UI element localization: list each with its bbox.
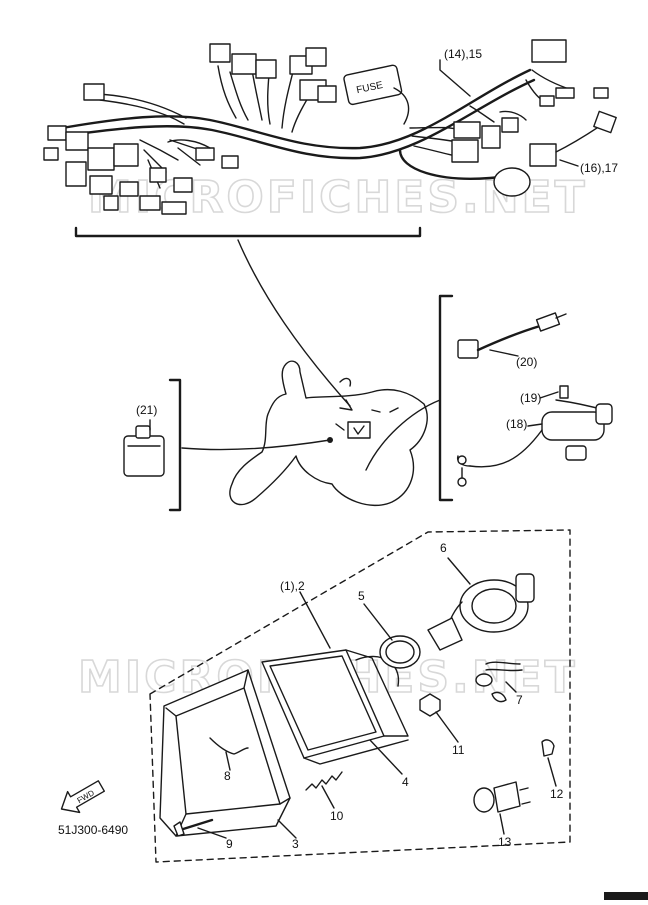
callout-20: (20) <box>516 355 537 369</box>
bracket-right <box>438 294 454 502</box>
connector-cluster-left <box>43 125 239 215</box>
assembly-boundary <box>149 529 571 863</box>
callout-16-17: (16),17 <box>580 161 618 175</box>
callout-11: 11 <box>452 743 465 757</box>
callout-12: 12 <box>550 787 564 801</box>
connector-upper-left <box>83 83 105 101</box>
callout-18: (18) <box>506 417 527 431</box>
screw-part-9 <box>173 818 214 837</box>
socket-part-6 <box>427 573 535 651</box>
callout-10: 10 <box>330 809 344 823</box>
callout-13: 13 <box>498 835 512 849</box>
connector-cluster-right <box>409 39 617 167</box>
callout-21: (21) <box>136 403 157 417</box>
leader-lines <box>149 59 579 839</box>
fuse-holder: FUSE <box>343 64 403 106</box>
connector-cluster-top <box>209 43 337 133</box>
wire-harness: FUSE <box>43 39 617 411</box>
harness-bracket <box>74 226 422 238</box>
callout-8: 8 <box>224 769 231 783</box>
bulb-socket-part-7 <box>475 661 523 703</box>
callout-7: 7 <box>516 693 523 707</box>
rim-part-3 <box>159 669 291 837</box>
callout-5: 5 <box>358 589 365 603</box>
forward-arrow-icon: FWD <box>60 780 106 814</box>
bulb-part-13 <box>473 781 531 813</box>
relay-part-21 <box>123 425 165 477</box>
bulb-part-12 <box>541 739 555 757</box>
connector-round <box>493 167 531 197</box>
reflector-part-8 <box>209 737 249 755</box>
nut-part-11 <box>419 693 441 717</box>
ring-part-5 <box>379 635 421 669</box>
corner-mark <box>604 892 648 900</box>
callout-19: (19) <box>520 391 541 405</box>
callout-9: 9 <box>226 837 233 851</box>
motorcycle-silhouette <box>229 360 428 507</box>
callout-6: 6 <box>440 541 447 555</box>
spring-part-10 <box>305 771 343 791</box>
fuse-label: FUSE <box>356 80 385 96</box>
callout-14-15: (14),15 <box>444 47 482 61</box>
switch-part-18 <box>456 385 613 487</box>
bracket-left <box>168 378 182 512</box>
lead-wire-part-20 <box>457 312 567 359</box>
diagram-code: 51J300-6490 <box>58 823 128 837</box>
callout-3: 3 <box>292 837 299 851</box>
callout-4: 4 <box>402 775 409 789</box>
callout-1-2: (1),2 <box>280 579 305 593</box>
